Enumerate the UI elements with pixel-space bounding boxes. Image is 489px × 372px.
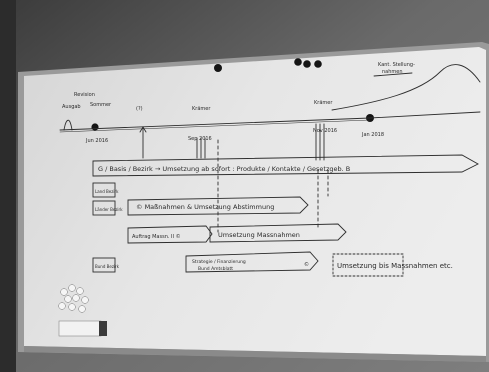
date-sep: Sep 2016 bbox=[188, 136, 212, 142]
date-jun: Jun 2016 bbox=[85, 138, 108, 144]
note-line-1: Kant. Stellung- bbox=[378, 62, 415, 68]
side-label-2: Länder Bezirk bbox=[95, 207, 123, 212]
magnet bbox=[214, 64, 222, 72]
marker-tray bbox=[24, 346, 486, 362]
row-massnahmen-box bbox=[127, 196, 309, 216]
row-strategie-line-2: Bund Amtsblatt bbox=[198, 266, 233, 272]
left-label-2: Ausgab bbox=[62, 104, 81, 110]
date-nov: Nov 2016 bbox=[313, 128, 337, 134]
wall-shadow-left bbox=[0, 0, 16, 372]
dashed-box bbox=[332, 253, 404, 277]
row-massnahmen-text: © Maßnahmen & Umsetzung Abstimmung bbox=[136, 203, 274, 211]
rising-curve bbox=[331, 64, 481, 111]
row-strategie-line-1: Strategie / Finanzierung bbox=[192, 259, 246, 265]
row-umsetzung-text: Umsetzung Massnahmen bbox=[218, 231, 300, 239]
magnet bbox=[314, 60, 322, 68]
left-label-3: Sommer bbox=[90, 102, 112, 108]
row-strategie-box bbox=[185, 251, 319, 273]
magnet bbox=[91, 123, 99, 131]
row-strategie-mark: © bbox=[304, 261, 309, 268]
side-label-1: Land Bezirk bbox=[95, 189, 119, 194]
magnet bbox=[294, 58, 302, 66]
row-auftrag-box bbox=[127, 225, 213, 244]
row-last-right-text: Umsetzung bis Massnahmen etc. bbox=[337, 262, 453, 270]
side-box bbox=[92, 257, 116, 273]
white-magnet-cluster bbox=[58, 284, 89, 313]
ink-text: Kant. Stellung- nahmen Revision Ausgab S… bbox=[62, 62, 453, 272]
note-line-2: nahmen bbox=[382, 69, 403, 75]
left-label-1: Revision bbox=[74, 92, 95, 98]
side-label-3: Bund Bezirk bbox=[95, 264, 120, 269]
row-main-box bbox=[92, 154, 479, 177]
side-box bbox=[92, 200, 116, 216]
eraser bbox=[58, 320, 102, 337]
magnet bbox=[303, 60, 311, 68]
date-jan: Jan 2018 bbox=[361, 132, 384, 138]
eraser-handle bbox=[99, 321, 107, 336]
phase-label-1: Krämer bbox=[192, 106, 211, 112]
phase-label-2: Krämer bbox=[314, 100, 333, 106]
timeline-line bbox=[59, 111, 481, 131]
board-surface bbox=[24, 47, 486, 356]
row-main-text: G / Basis / Bezirk → Umsetzung ab sofort… bbox=[98, 165, 350, 173]
row-umsetzung-box bbox=[209, 223, 347, 243]
side-box bbox=[92, 182, 116, 198]
row-auftrag-text: Auftrag Massn. II © bbox=[132, 233, 181, 240]
bracket-label: (?) bbox=[136, 106, 143, 112]
ink-strokes bbox=[59, 64, 481, 277]
small-bump bbox=[63, 119, 73, 131]
